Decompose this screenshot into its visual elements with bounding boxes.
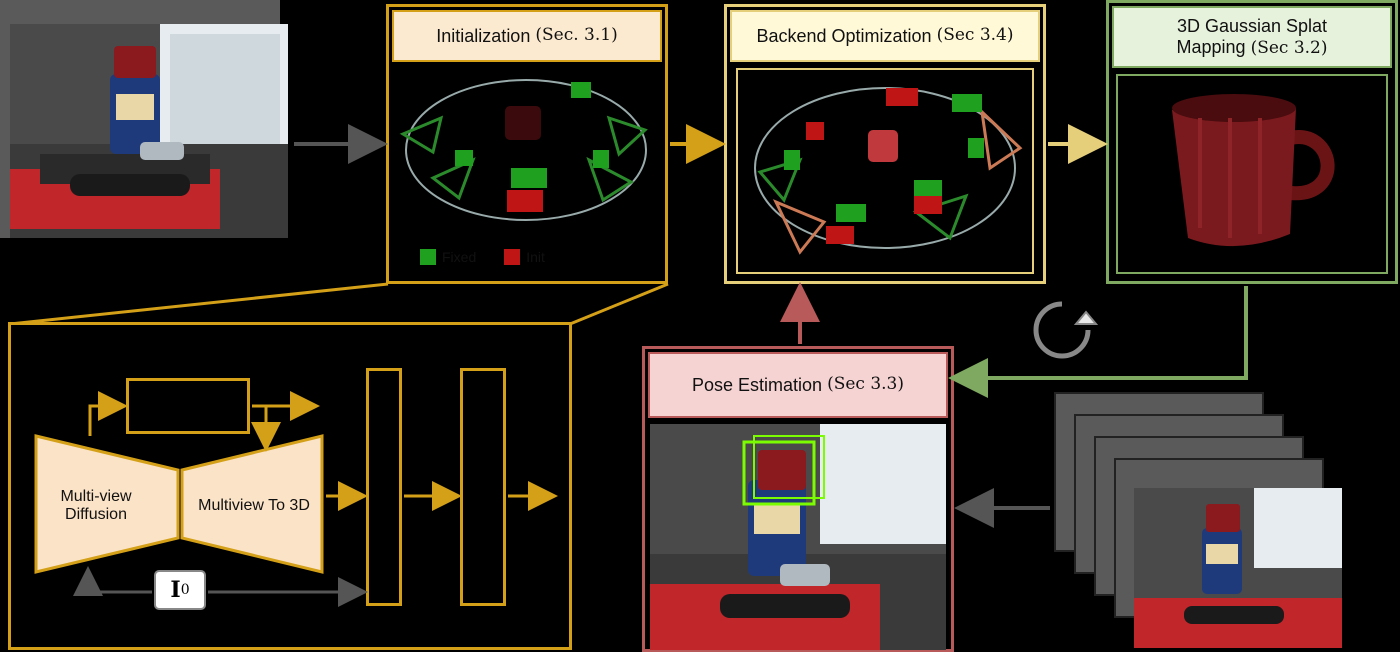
backend-sec: (Sec 3.4) [936, 25, 1014, 46]
backend-pose-graph [754, 87, 1023, 255]
mug-icon [1172, 94, 1335, 247]
mapping-header: 3D Gaussian Splat Mapping (Sec 3.2) [1112, 6, 1392, 68]
mapping-title-line1: 3D Gaussian Splat [1176, 15, 1328, 36]
legend-fixed-label: Fixed [442, 249, 477, 265]
first-frame-label: RGB First Frame [60, 245, 189, 264]
input-symbol: I [170, 577, 181, 603]
diffusion-trapezoids [34, 434, 324, 574]
backend-header: Backend Optimization (Sec 3.4) [730, 10, 1040, 62]
legend-init-swatch [504, 249, 521, 265]
backend-canvas [736, 68, 1034, 274]
legend-init-label: Init [526, 249, 545, 265]
init-legend: Fixed Init [420, 246, 640, 268]
first-frame-image [10, 24, 288, 238]
pose-title: Pose Estimation [691, 374, 823, 395]
mv-to-3d-label: Multiview To 3D [198, 497, 310, 514]
init-header: Initialization (Sec. 3.1) [392, 10, 662, 62]
mapping-title-line2: Mapping [1176, 36, 1246, 57]
init-title: Initialization [436, 25, 531, 46]
mv-diffusion-label: Multi-view Diffusion [60, 488, 132, 523]
pose-image [650, 424, 946, 650]
frame-card-front [1134, 488, 1342, 648]
rgb-frames-stack [1054, 392, 1344, 652]
init-sec: (Sec. 3.1) [535, 25, 618, 46]
mapping-sec: (Sec 3.2) [1250, 37, 1328, 58]
arrow-i0-loop [73, 566, 152, 596]
legend-fixed-swatch [420, 249, 436, 265]
rgb-frames-label: RGB Frames [1371, 480, 1390, 580]
input-subscript: 0 [180, 582, 190, 598]
cycle-arrow-icon [1033, 301, 1099, 359]
pose-sec: (Sec 3.3) [827, 374, 904, 395]
init-pose-graph [399, 79, 648, 221]
arrow-mapping-to-pose [948, 286, 1248, 398]
pose-header: Pose Estimation (Sec 3.3) [648, 352, 948, 418]
arrow-diffusion-to-uncertainty [88, 391, 128, 436]
backend-title: Backend Optimization [756, 25, 932, 46]
